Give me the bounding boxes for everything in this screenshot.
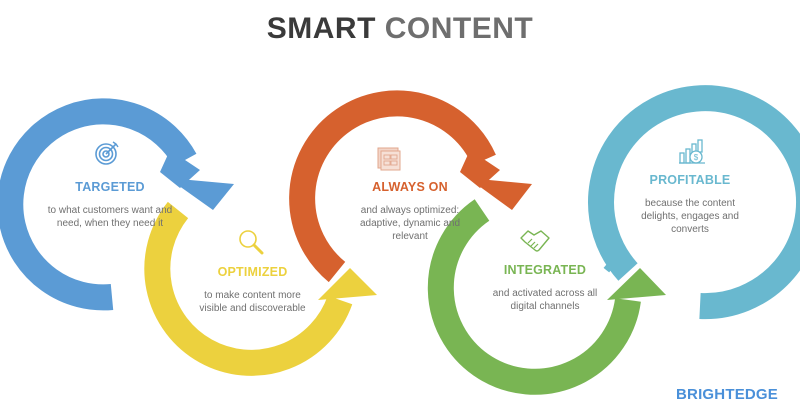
stage-always-on: ALWAYS ON and always optimized: adaptive… (335, 180, 485, 243)
stage-profitable: PROFITABLE because the content delights,… (615, 173, 765, 236)
optimized-ring (144, 201, 377, 376)
stage-optimized: OPTIMIZED to make content more visible a… (180, 265, 325, 315)
svg-text:$: $ (694, 153, 699, 162)
target-icon (94, 140, 120, 171)
stage-heading: TARGETED (75, 180, 145, 194)
stage-heading: INTEGRATED (503, 263, 587, 277)
title-word-smart: SMART (266, 12, 376, 45)
stage-heading: OPTIMIZED (217, 265, 288, 279)
stage-description: and activated across all digital channel… (492, 288, 598, 312)
handshake-icon (519, 228, 551, 259)
calendar-icon (377, 147, 401, 176)
stage-description: because the content delights, engages an… (641, 198, 739, 235)
magnifier-icon (237, 228, 265, 261)
stage-integrated: INTEGRATED and activated across all digi… (470, 263, 620, 313)
money-chart-icon: $ (678, 139, 706, 170)
stage-description: and always optimized: adaptive, dynamic … (359, 205, 461, 242)
stage-description: to what customers want and need, when th… (47, 205, 173, 229)
profitable-ring (588, 85, 800, 320)
brand-logo: BRIGHTEDGE (676, 386, 779, 403)
stage-targeted: TARGETED to what customers want and need… (35, 180, 185, 230)
integrated-ring (427, 199, 666, 395)
always-on-ring (289, 90, 532, 283)
stage-heading: ALWAYS ON (372, 180, 448, 194)
stage-heading: PROFITABLE (649, 173, 731, 187)
stage-description: to make content more visible and discove… (199, 290, 306, 314)
page-title: SMART CONTENT (0, 12, 800, 46)
targeted-ring (0, 98, 234, 311)
title-word-content: CONTENT (384, 12, 534, 45)
